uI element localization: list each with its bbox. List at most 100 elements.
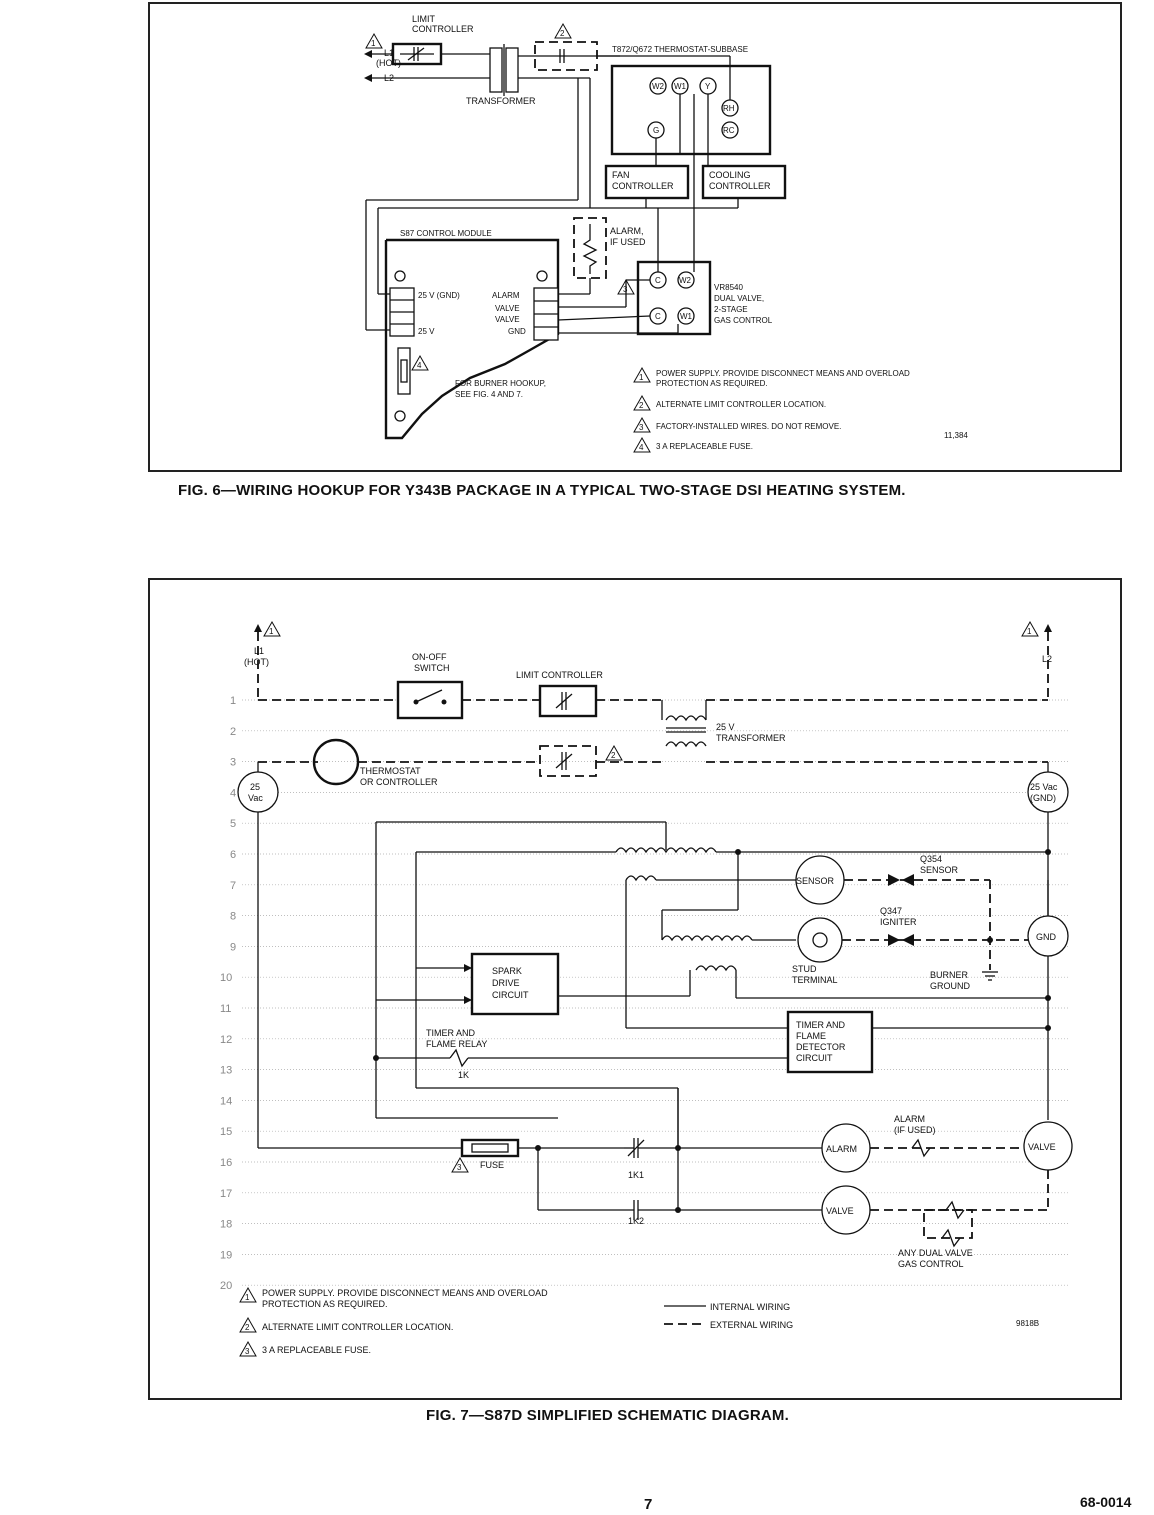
svg-text:RC: RC [723,126,735,135]
burner-ground-label-1: BURNER [930,970,969,980]
any-dual-valve-label-1: ANY DUAL VALVE [898,1248,973,1258]
thermostat-subbase-label: T872/Q672 THERMOSTAT-SUBBASE [612,45,748,54]
fig6-wiring-diagram: LIMIT CONTROLLER 1 L1 (HOT) L2 TRANSFORM… [148,2,1122,472]
stud-terminal-label-1: STUD [792,964,817,974]
svg-text:1: 1 [371,39,376,48]
timer-flame-label-2: FLAME [796,1031,826,1041]
svg-text:RH: RH [723,104,735,113]
vac-left-label-2: Vac [248,793,263,803]
s87-terminal-strip-left [389,287,415,337]
row-number: 14 [220,1095,232,1107]
q347-label-1: Q347 [880,906,902,916]
fig7-warning-triangle-1-left: 1 [263,620,281,637]
vac-right-label-2: (GND) [1030,793,1056,803]
burner-hookup-label-1: FOR BURNER HOOKUP, [455,379,546,388]
fig6-note-3: 3 FACTORY-INSTALLED WIRES. DO NOT REMOVE… [633,416,841,433]
timer-flame-label-3: DETECTOR [796,1042,846,1052]
burner-ground-label-2: GROUND [930,981,970,991]
gnd-circle [1027,915,1069,957]
fan-controller-label-1: FAN [612,170,630,180]
warning-triangle-2: 2 [554,22,572,39]
svg-text:C: C [655,312,661,321]
internal-wiring-label: INTERNAL WIRING [710,1302,790,1312]
row-number: 3 [230,757,236,769]
svg-text:3: 3 [639,423,644,432]
fig7-caption: FIG. 7—S87D SIMPLIFIED SCHEMATIC DIAGRAM… [426,1407,789,1424]
row-number: 6 [230,849,236,861]
relay-1k-label: 1K [458,1070,469,1080]
row-number: 1 [230,695,236,707]
svg-text:PROTECTION AS REQUIRED.: PROTECTION AS REQUIRED. [262,1299,388,1309]
fig7-l1-label: L1 [254,646,264,656]
alarm-if-used-label-2: (IF USED) [894,1125,936,1135]
spark-drive-label-3: CIRCUIT [492,990,529,1000]
s87-terminal-alarm: ALARM [492,291,520,300]
fig6-alarm-label-2: IF USED [610,237,646,247]
svg-text:4: 4 [639,443,644,452]
row-number: 5 [230,818,236,830]
limit-controller-label-1: LIMIT [412,14,436,24]
vac-left-label-1: 25 [250,782,260,792]
fig6-caption: FIG. 6—WIRING HOOKUP FOR Y343B PACKAGE I… [178,482,906,499]
fig7-limit-controller-box [538,684,598,718]
l1-label: L1 [384,48,394,58]
alarm-if-used-label-1: ALARM [894,1114,925,1124]
fig6-note-2: 2 ALTERNATE LIMIT CONTROLLER LOCATION. [633,394,826,411]
svg-text:W1: W1 [674,82,687,91]
row-number: 19 [220,1249,232,1261]
cooling-controller-box [701,164,787,200]
valve-terminals: C W2 C W1 [649,271,695,325]
row-number: 9 [230,941,236,953]
vr8540-box [636,260,712,336]
cooling-controller-label-2: CONTROLLER [709,181,771,191]
row-number: 15 [220,1126,232,1138]
thermostat-circle [312,738,360,786]
svg-text:4: 4 [417,361,422,370]
s87-module-label: S87 CONTROL MODULE [400,229,492,238]
vr8540-label-3: 2-STAGE [714,305,748,314]
row-number: 8 [230,911,236,923]
fig6-alarm-box [573,217,607,279]
row-number: 4 [230,787,236,799]
s87-terminal-gnd: GND [508,327,526,336]
spark-drive-box [470,952,560,1016]
svg-text:POWER SUPPLY. PROVIDE DISCONNE: POWER SUPPLY. PROVIDE DISCONNECT MEANS A… [262,1288,548,1298]
q354-label-2: SENSOR [920,865,959,875]
external-wiring-label: EXTERNAL WIRING [710,1320,793,1330]
svg-text:Y: Y [705,82,711,91]
svg-text:PROTECTION AS REQUIRED.: PROTECTION AS REQUIRED. [656,379,768,388]
fig7-note-3: 3 3 A REPLACEABLE FUSE. [239,1340,371,1357]
svg-text:3: 3 [457,1163,462,1172]
s87-terminal-valve-2: VALVE [495,315,520,324]
fig7-warning-triangle-1-right: 1 [1021,620,1039,637]
svg-text:3 A REPLACEABLE FUSE.: 3 A REPLACEABLE FUSE. [262,1345,371,1355]
fig7-warning-triangle-3: 3 [451,1156,469,1173]
spark-drive-label-1: SPARK [492,966,522,976]
vac-right-circle [1027,771,1069,813]
valve-bottom-circle [821,1185,871,1235]
fig7-transformer-label-2: TRANSFORMER [716,733,786,743]
thermostat-terminals: W2 W1 Y RH RC G [647,77,739,139]
svg-text:1: 1 [639,373,644,382]
timer-flame-label-4: CIRCUIT [796,1053,833,1063]
row-number: 20 [220,1280,232,1292]
on-off-switch-box [396,680,464,720]
row-number: 17 [220,1188,232,1200]
row-number: 12 [220,1034,232,1046]
thermostat-label-2: OR CONTROLLER [360,777,438,787]
sensor-label: SENSOR [796,876,835,886]
valve-right-label: VALVE [1028,1142,1056,1152]
thermostat-subbase-box [610,64,772,156]
contact-1k2-label: 1K2 [628,1216,644,1226]
svg-text:1: 1 [269,627,274,636]
row-number: 11 [220,1003,231,1015]
row-number: 18 [220,1219,232,1231]
svg-text:2: 2 [639,401,644,410]
any-dual-valve-box [923,1209,973,1239]
fig7-note-1: 1 POWER SUPPLY. PROVIDE DISCONNECT MEANS… [239,1286,548,1309]
fig6-note-1: 1 POWER SUPPLY. PROVIDE DISCONNECT MEANS… [633,366,910,388]
svg-text:ALTERNATE LIMIT CONTROLLER LOC: ALTERNATE LIMIT CONTROLLER LOCATION. [262,1322,453,1332]
hot-label: (HOT) [376,58,401,68]
